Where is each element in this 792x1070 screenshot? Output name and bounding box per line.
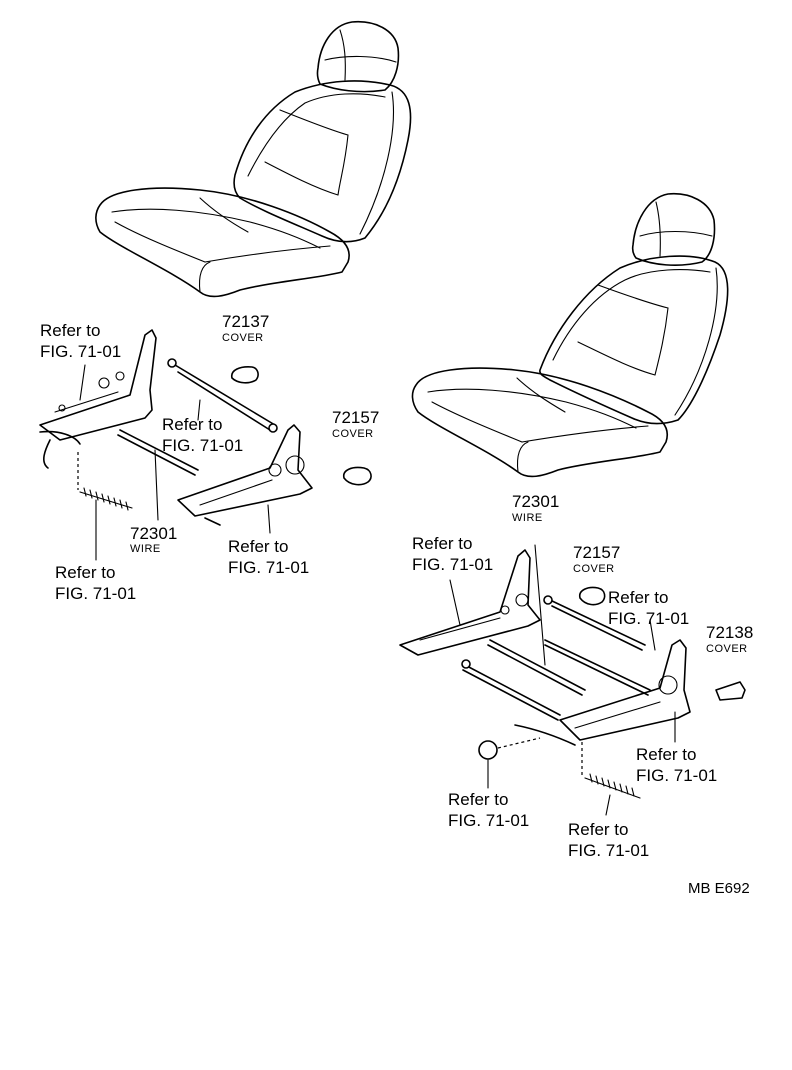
svg-text:Refer to: Refer to <box>636 745 696 764</box>
callout-right-rod: Refer to FIG. 71-01 <box>608 588 689 628</box>
svg-text:72157: 72157 <box>332 408 379 427</box>
cover-72138-shape <box>715 681 746 701</box>
callout-left-spring: Refer to FIG. 71-01 <box>55 563 136 603</box>
left-seat-illustration <box>95 21 412 298</box>
callout-right-spring: Refer to FIG. 71-01 <box>568 820 649 860</box>
svg-text:COVER: COVER <box>332 428 374 440</box>
callout-right-rail-left: Refer to FIG. 71-01 <box>412 534 493 574</box>
part-label-72301-wire-left: 72301 WIRE <box>130 524 177 555</box>
svg-text:COVER: COVER <box>573 563 615 575</box>
svg-text:FIG. 71-01: FIG. 71-01 <box>568 841 649 860</box>
svg-text:Refer to: Refer to <box>162 415 222 434</box>
callout-left-rod-mid: Refer to FIG. 71-01 <box>162 415 243 455</box>
cover-72157-right-shape <box>578 586 606 606</box>
svg-text:Refer to: Refer to <box>448 790 508 809</box>
svg-text:COVER: COVER <box>222 332 264 344</box>
right-seat-track-mechanism <box>399 549 691 799</box>
svg-text:Refer to: Refer to <box>55 563 115 582</box>
svg-text:72138: 72138 <box>706 623 753 642</box>
svg-text:FIG. 71-01: FIG. 71-01 <box>228 558 309 577</box>
svg-text:Refer to: Refer to <box>608 588 668 607</box>
svg-text:72137: 72137 <box>222 312 269 331</box>
svg-text:WIRE: WIRE <box>512 512 543 524</box>
leader-lines <box>79 364 676 816</box>
svg-text:FIG. 71-01: FIG. 71-01 <box>40 342 121 361</box>
svg-text:72301: 72301 <box>130 524 177 543</box>
part-label-72157-cover-left: 72157 COVER <box>332 408 379 440</box>
part-label-72157-cover-right: 72157 COVER <box>573 543 620 575</box>
footer-code: MB E692 <box>688 880 750 897</box>
callout-right-rail-end: Refer to FIG. 71-01 <box>636 745 717 785</box>
part-label-72138-cover: 72138 COVER <box>706 623 753 655</box>
left-seat-track-mechanism <box>39 329 313 526</box>
svg-text:Refer to: Refer to <box>228 537 288 556</box>
svg-text:FIG. 71-01: FIG. 71-01 <box>636 766 717 785</box>
svg-text:FIG. 71-01: FIG. 71-01 <box>162 436 243 455</box>
callout-left-bracket-top: Refer to FIG. 71-01 <box>40 321 121 361</box>
svg-text:72301: 72301 <box>512 492 559 511</box>
right-seat-illustration <box>411 193 729 478</box>
cover-72157-left-shape <box>342 466 372 486</box>
cover-72137-shape <box>230 366 259 384</box>
callout-right-knob: Refer to FIG. 71-01 <box>448 790 529 830</box>
svg-text:Refer to: Refer to <box>412 534 472 553</box>
svg-text:Refer to: Refer to <box>40 321 100 340</box>
callout-left-rail: Refer to FIG. 71-01 <box>228 537 309 577</box>
svg-text:FIG. 71-01: FIG. 71-01 <box>608 609 689 628</box>
svg-text:FIG. 71-01: FIG. 71-01 <box>448 811 529 830</box>
part-label-72137-cover: 72137 COVER <box>222 312 269 344</box>
svg-text:FIG. 71-01: FIG. 71-01 <box>412 555 493 574</box>
part-label-72301-wire-right: 72301 WIRE <box>512 492 559 524</box>
svg-text:FIG. 71-01: FIG. 71-01 <box>55 584 136 603</box>
svg-text:WIRE: WIRE <box>130 543 161 555</box>
svg-text:COVER: COVER <box>706 643 748 655</box>
svg-text:Refer to: Refer to <box>568 820 628 839</box>
svg-text:72157: 72157 <box>573 543 620 562</box>
